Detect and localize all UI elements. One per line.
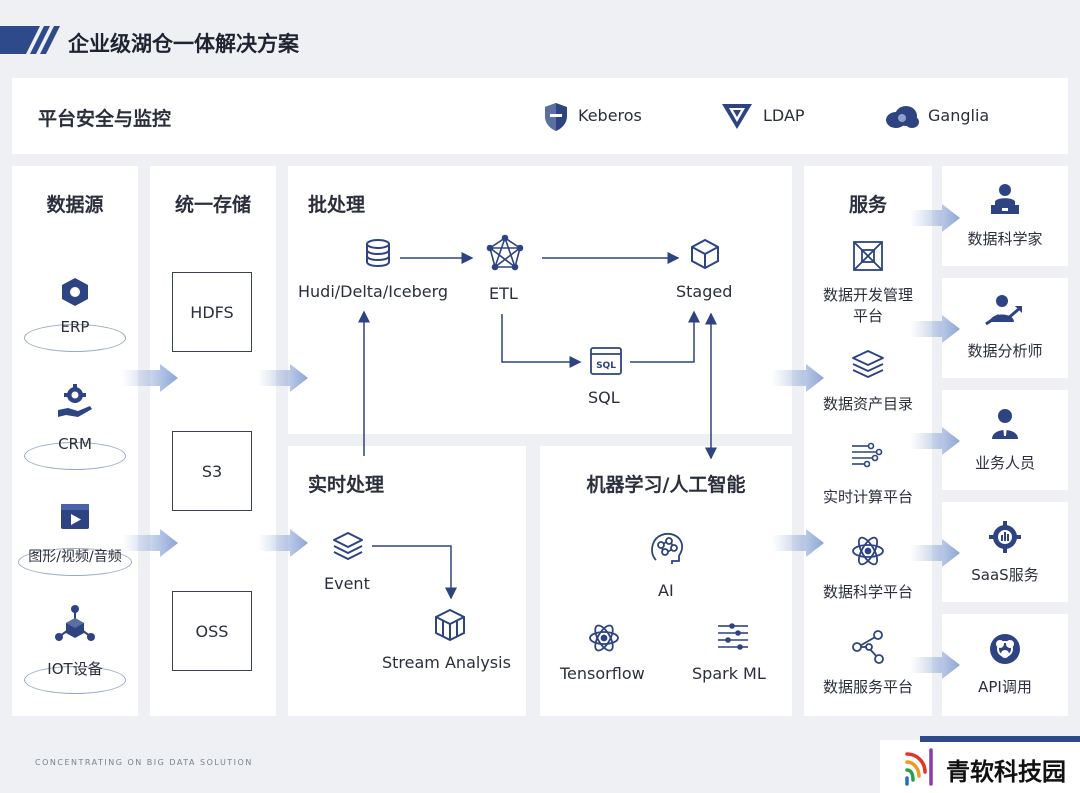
presenter-icon (988, 182, 1022, 216)
dev-platform-icon (852, 240, 884, 272)
brain-head-icon (648, 530, 686, 566)
source-erp: ERP (60, 318, 90, 336)
source-iot: IOT设备 (47, 660, 103, 678)
source-ring-erp (24, 324, 126, 352)
service-catalog: 数据资产目录 (822, 395, 913, 413)
realtime-node-event: Event (324, 574, 370, 593)
ml-title: 机器学习/人工智能 (586, 474, 746, 496)
page-title: 企业级湖仓一体解决方案 (68, 32, 299, 56)
ml-panel (540, 446, 792, 716)
batch-node-hudi: Hudi/Delta/Iceberg (298, 282, 449, 301)
saas-gear-icon (988, 520, 1022, 554)
cloud-icon (884, 104, 920, 130)
video-icon (59, 500, 91, 532)
cubes-icon (434, 608, 466, 642)
header-stripes (0, 22, 70, 58)
consumer-saas: SaaS服务 (971, 566, 1039, 584)
storage-hdfs: HDFS (172, 272, 252, 352)
batch-node-etl: ETL (489, 284, 518, 303)
hexagon-icon (59, 276, 91, 308)
source-media: 图形/视频/音频 (28, 549, 122, 565)
cube-icon (690, 238, 720, 270)
network-cube-icon (54, 604, 96, 646)
security-item-keberos: Keberos (578, 106, 642, 125)
ml-node-sparkml: Spark ML (692, 664, 766, 683)
service-api-platform: 数据服务平台 (822, 678, 913, 696)
stack-icon (851, 349, 885, 381)
ml-node-ai: AI (658, 581, 674, 600)
brand-logo-icon (903, 746, 947, 788)
source-crm: CRM (58, 435, 92, 453)
column-arrows (122, 204, 960, 679)
analyst-chart-icon (984, 294, 1024, 328)
realtime-title: 实时处理 (308, 474, 385, 496)
consumer-api: API调用 (978, 678, 1032, 696)
hand-gear-icon (56, 384, 94, 420)
security-item-ganglia: Ganglia (928, 106, 990, 125)
atom-icon (588, 622, 620, 654)
footer-brand-stripe (920, 736, 1080, 742)
service-science: 数据科学平台 (822, 583, 913, 601)
service-dev-line2: 平台 (852, 307, 883, 325)
service-realtime: 实时计算平台 (822, 488, 913, 506)
svg-text:SQL: SQL (596, 361, 616, 371)
business-user-icon (990, 408, 1020, 440)
source-ring-media (18, 548, 132, 576)
storage-s3: S3 (172, 431, 252, 511)
science-atom-icon (851, 534, 885, 568)
consumer-card-analyst (942, 278, 1068, 378)
circuit-icon (716, 622, 750, 652)
footer-tagline: CONCENTRATING ON BIG DATA SOLUTION (35, 758, 253, 767)
consumer-scientist: 数据科学家 (967, 230, 1043, 248)
batch-node-staged: Staged (676, 282, 733, 301)
api-globe-icon (988, 632, 1022, 666)
storage-oss: OSS (172, 591, 252, 671)
consumer-card-api (942, 614, 1068, 716)
stream-compute-icon (850, 440, 886, 472)
share-nodes-icon (851, 630, 885, 664)
realtime-panel (288, 446, 526, 716)
sql-window-icon: SQL (590, 347, 622, 375)
services-title: 服务 (848, 194, 887, 216)
security-label: 平台安全与监控 (38, 108, 172, 130)
ldap-logo-icon (721, 102, 753, 130)
database-icon (363, 238, 393, 268)
footer-brand-name: 青软科技园 (946, 758, 1066, 786)
batch-title: 批处理 (308, 194, 366, 216)
source-ring-crm (24, 442, 126, 470)
security-item-ldap: LDAP (763, 106, 805, 125)
batch-node-sql: SQL (588, 388, 620, 407)
network-graph-icon (486, 234, 524, 271)
service-dev-line1: 数据开发管理 (822, 286, 913, 304)
storage-title: 统一存储 (174, 194, 251, 216)
realtime-node-stream: Stream Analysis (382, 653, 511, 672)
consumer-business: 业务人员 (974, 454, 1035, 472)
source-ring-iot (24, 666, 126, 694)
sources-title: 数据源 (46, 194, 104, 216)
ml-node-tensorflow: Tensorflow (560, 664, 645, 683)
consumer-card-scientist (942, 166, 1068, 266)
layers-icon (332, 530, 364, 562)
consumer-card-business (942, 390, 1068, 490)
shield-icon (543, 102, 569, 132)
consumer-analyst: 数据分析师 (967, 342, 1043, 360)
